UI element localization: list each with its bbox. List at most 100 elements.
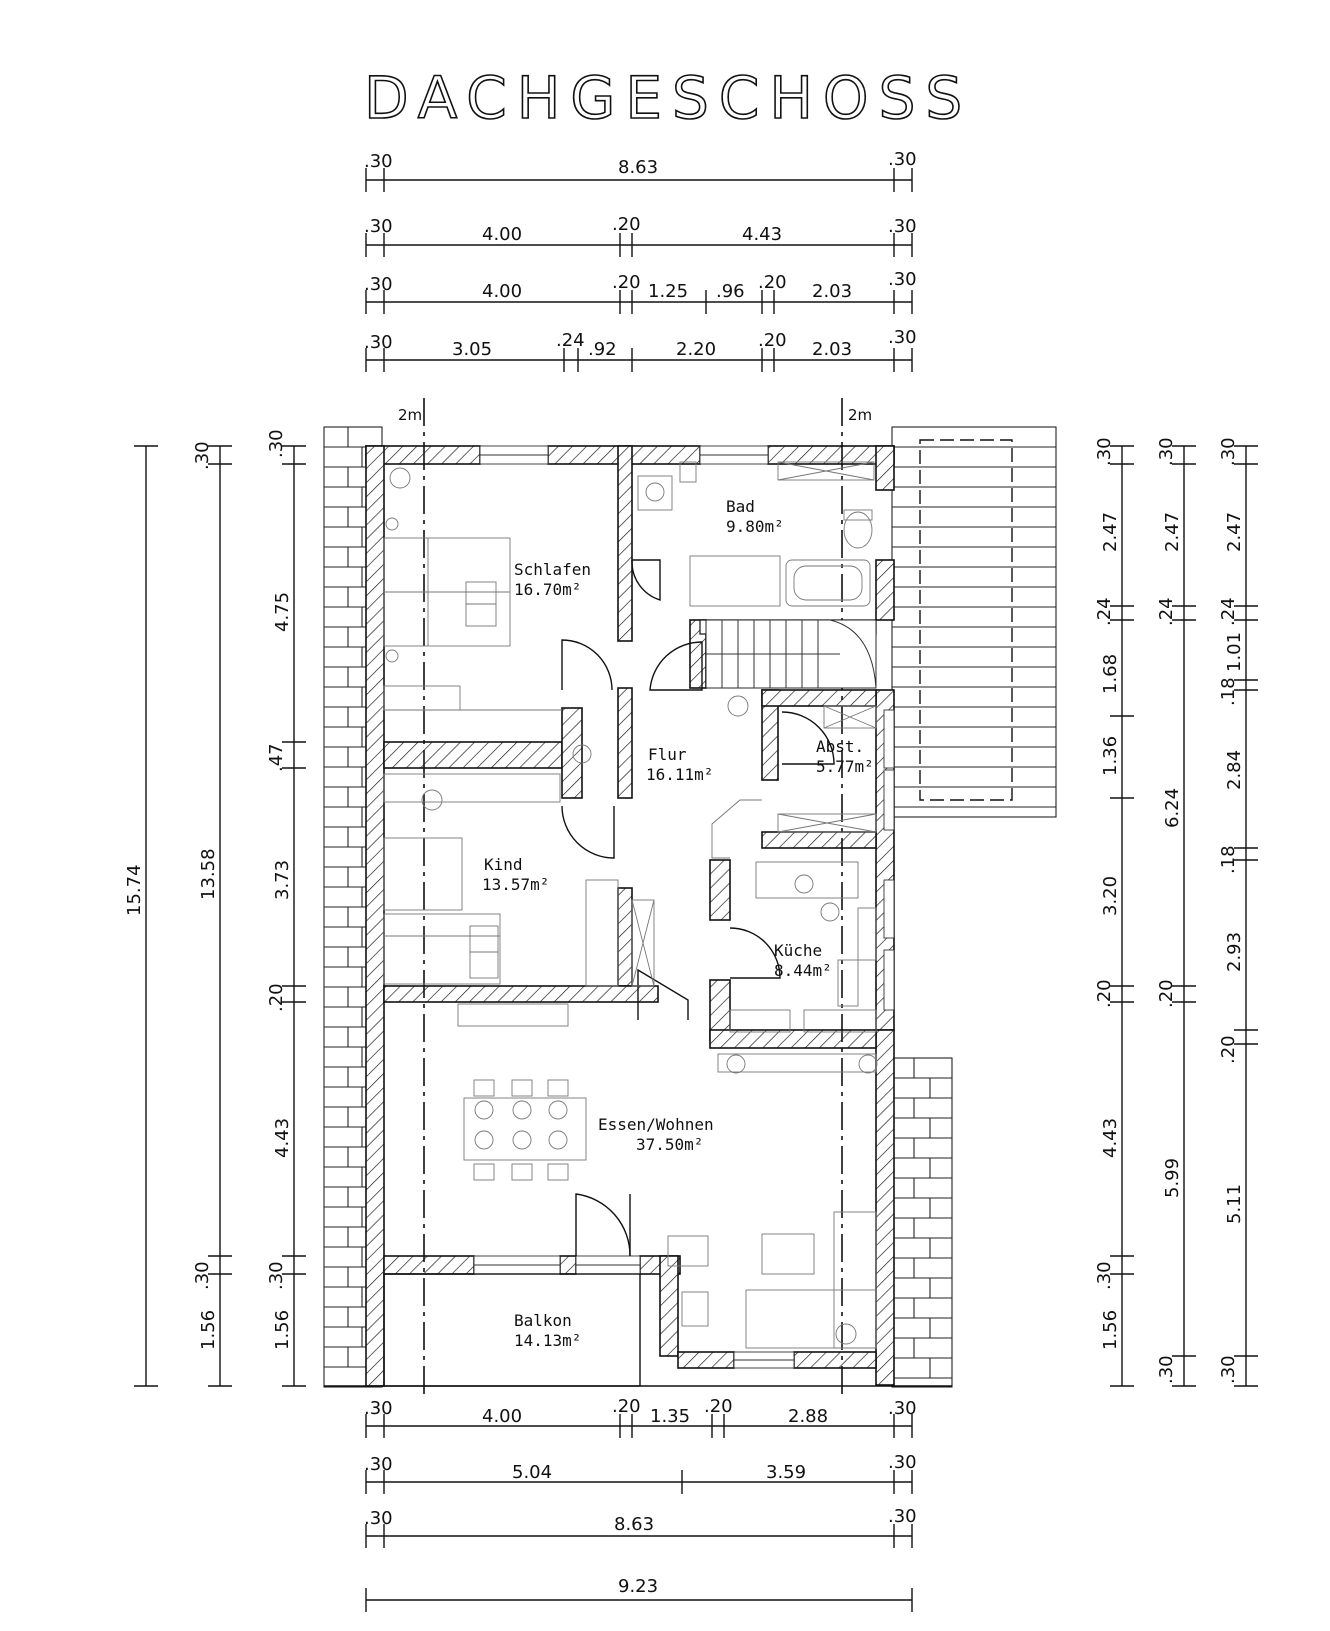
roof-tiles-right — [891, 426, 1057, 1388]
svg-text:.20: .20 — [612, 1396, 641, 1417]
svg-text:1.56: 1.56 — [272, 1310, 293, 1350]
svg-text:3.73: 3.73 — [272, 860, 293, 900]
room-kind-area: 13.57m² — [482, 875, 549, 894]
svg-text:.30: .30 — [1156, 1355, 1177, 1384]
room-bad-name: Bad — [726, 497, 755, 516]
room-kueche-area: 8.44m² — [774, 961, 832, 980]
svg-text:.30: .30 — [888, 327, 917, 348]
room-essen-area: 37.50m² — [636, 1135, 703, 1154]
svg-text:.20: .20 — [1156, 979, 1177, 1008]
svg-text:.30: .30 — [888, 1506, 917, 1527]
svg-text:9.23: 9.23 — [618, 1576, 658, 1597]
svg-text:.24: .24 — [1094, 597, 1115, 626]
svg-text:.30: .30 — [364, 1454, 393, 1475]
marker-2m-left: 2m — [398, 406, 422, 424]
svg-text:.30: .30 — [1218, 437, 1239, 466]
svg-text:2.93: 2.93 — [1224, 932, 1245, 972]
svg-text:.47: .47 — [266, 743, 287, 772]
bottom-dimension-labels: .30 4.00 .20 1.35 .20 2.88 .30 .30 5.04 … — [364, 1396, 917, 1597]
staircase — [705, 619, 877, 689]
svg-text:13.58: 13.58 — [198, 848, 219, 900]
svg-text:.20: .20 — [612, 214, 641, 235]
svg-text:.20: .20 — [758, 272, 787, 293]
room-schlafen-area: 16.70m² — [514, 580, 581, 599]
living-dining-furniture — [457, 1003, 878, 1349]
svg-text:.20: .20 — [1218, 1035, 1239, 1064]
svg-text:2.03: 2.03 — [812, 339, 852, 360]
svg-text:.20: .20 — [266, 983, 287, 1012]
marker-2m-right: 2m — [848, 406, 872, 424]
room-balkon-area: 14.13m² — [514, 1331, 581, 1350]
svg-text:.30: .30 — [888, 149, 917, 170]
kitchen-furniture — [729, 861, 877, 1033]
svg-text:.30: .30 — [364, 1398, 393, 1419]
svg-text:.30: .30 — [364, 274, 393, 295]
bottom-dimensions — [365, 1414, 913, 1612]
svg-text:.24: .24 — [1218, 597, 1239, 626]
left-dimension-labels: 15.74 .30 13.58 .30 1.56 .30 4.75 .47 3.… — [124, 429, 293, 1350]
svg-text:.30: .30 — [1094, 437, 1115, 466]
svg-text:3.20: 3.20 — [1100, 876, 1121, 916]
svg-text:.24: .24 — [1156, 597, 1177, 626]
svg-text:1.25: 1.25 — [648, 281, 688, 302]
right-dimension-labels: .30 2.47 .24 1.68 1.36 3.20 .20 4.43 .30… — [1094, 437, 1245, 1384]
top-dimensions — [365, 168, 913, 372]
room-flur-area: 16.11m² — [646, 765, 713, 784]
svg-text:.30: .30 — [266, 1261, 287, 1290]
svg-text:.18: .18 — [1218, 845, 1239, 874]
svg-text:3.05: 3.05 — [452, 339, 492, 360]
svg-text:1.36: 1.36 — [1100, 736, 1121, 776]
svg-text:.96: .96 — [716, 281, 745, 302]
svg-text:1.68: 1.68 — [1100, 654, 1121, 694]
svg-text:8.63: 8.63 — [618, 157, 658, 178]
svg-text:2.88: 2.88 — [788, 1406, 828, 1427]
svg-text:.30: .30 — [364, 216, 393, 237]
svg-text:4.75: 4.75 — [272, 592, 293, 632]
walls — [365, 445, 895, 1387]
windows — [473, 445, 895, 1369]
svg-text:4.43: 4.43 — [1100, 1118, 1121, 1158]
svg-text:6.24: 6.24 — [1162, 788, 1183, 828]
svg-text:.30: .30 — [888, 1452, 917, 1473]
room-schlafen-name: Schlafen — [514, 560, 591, 579]
svg-text:.30: .30 — [888, 216, 917, 237]
svg-text:.30: .30 — [1218, 1355, 1239, 1384]
svg-text:.18: .18 — [1218, 677, 1239, 706]
svg-text:.30: .30 — [1156, 437, 1177, 466]
svg-text:.20: .20 — [1094, 979, 1115, 1008]
bedroom-furniture — [383, 467, 562, 711]
svg-text:15.74: 15.74 — [124, 864, 145, 916]
room-bad-area: 9.80m² — [726, 517, 784, 536]
svg-text:1.01: 1.01 — [1224, 632, 1245, 672]
svg-text:.30: .30 — [192, 441, 213, 470]
svg-text:1.56: 1.56 — [198, 1310, 219, 1350]
svg-text:1.35: 1.35 — [650, 1406, 690, 1427]
room-labels: Schlafen 16.70m² Bad 9.80m² Flur 16.11m²… — [482, 497, 874, 1350]
svg-text:.30: .30 — [266, 429, 287, 458]
svg-text:5.04: 5.04 — [512, 1462, 552, 1483]
room-abst-name: Abst. — [816, 737, 864, 756]
room-flur-name: Flur — [648, 745, 687, 764]
svg-text:.20: .20 — [704, 1396, 733, 1417]
svg-text:4.43: 4.43 — [272, 1118, 293, 1158]
svg-text:1.56: 1.56 — [1100, 1310, 1121, 1350]
svg-text:.20: .20 — [758, 330, 787, 351]
svg-text:4.00: 4.00 — [482, 281, 522, 302]
svg-text:8.63: 8.63 — [614, 1514, 654, 1535]
svg-text:2.47: 2.47 — [1224, 512, 1245, 552]
svg-text:.30: .30 — [364, 332, 393, 353]
svg-text:2.03: 2.03 — [812, 281, 852, 302]
svg-text:.30: .30 — [364, 151, 393, 172]
storage-room-furniture — [572, 695, 877, 859]
room-abst-area: 5.77m² — [816, 757, 874, 776]
plan-title: DACHGESCHOSS — [364, 64, 972, 132]
svg-text:4.00: 4.00 — [482, 1406, 522, 1427]
room-kueche-name: Küche — [774, 941, 822, 960]
svg-text:.24: .24 — [556, 330, 585, 351]
svg-text:.30: .30 — [192, 1261, 213, 1290]
svg-text:.30: .30 — [1094, 1261, 1115, 1290]
svg-text:2.84: 2.84 — [1224, 750, 1245, 790]
left-dimensions — [134, 445, 306, 1387]
top-dimension-labels: .30 8.63 .30 .30 4.00 .20 4.43 .30 .30 4… — [364, 149, 917, 360]
